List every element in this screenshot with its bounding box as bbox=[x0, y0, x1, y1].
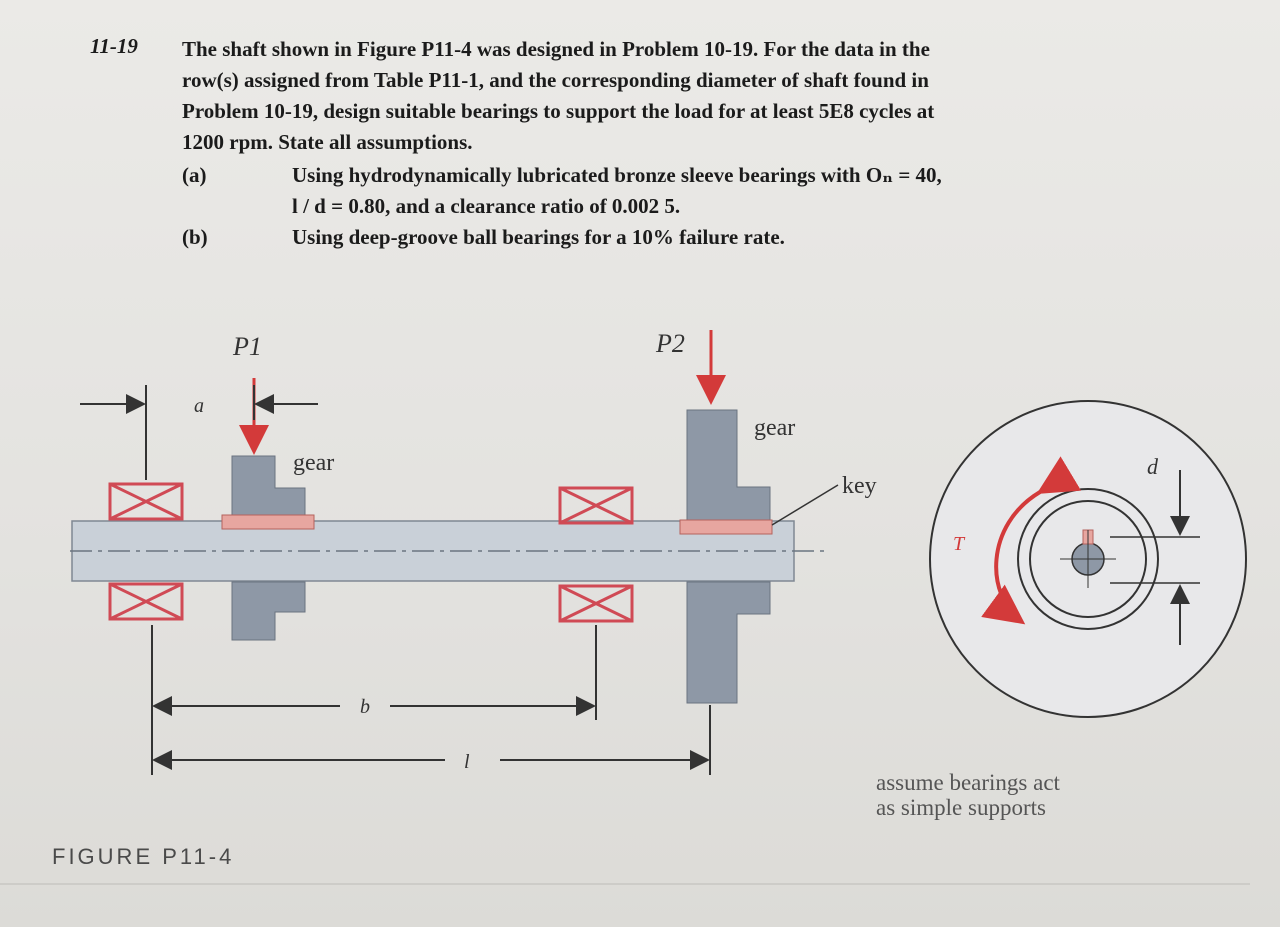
gear-right-label: gear bbox=[754, 415, 795, 441]
dimension-b-l bbox=[151, 625, 711, 775]
part-label: (a) bbox=[182, 163, 207, 187]
p2-label: P2 bbox=[655, 329, 685, 358]
part-text: l / d = 0.80, and a clearance ratio of 0… bbox=[292, 194, 681, 218]
problem-number: 11-19 bbox=[90, 34, 138, 58]
problem-parts: (a) Using hydrodynamically lubricated br… bbox=[182, 160, 1102, 253]
statement-line: Problem 10-19, design suitable bearings … bbox=[182, 99, 935, 123]
torque-arrow bbox=[981, 456, 1082, 625]
part-text: Using hydrodynamically lubricated bronze… bbox=[292, 163, 942, 187]
key-label: key bbox=[842, 473, 877, 499]
note-line: assume bearings act bbox=[876, 770, 1061, 795]
key-left bbox=[221, 514, 315, 530]
part-b: (b) Using deep-groove ball bearings for … bbox=[182, 222, 1102, 253]
dimension-a bbox=[80, 385, 318, 480]
p1-label: P1 bbox=[232, 332, 262, 361]
l-label: l bbox=[464, 751, 470, 773]
figure-caption: FIGURE P11-4 bbox=[52, 844, 234, 869]
part-text: Using deep-groove ball bearings for a 10… bbox=[292, 225, 785, 249]
torque-label: T bbox=[953, 533, 966, 555]
statement-line: 1200 rpm. State all assumptions. bbox=[182, 130, 473, 154]
d-label: d bbox=[1147, 454, 1159, 479]
b-label: b bbox=[360, 696, 370, 718]
gear-left bbox=[221, 455, 315, 641]
note-line: as simple supports bbox=[876, 795, 1046, 820]
statement-line: The shaft shown in Figure P11-4 was desi… bbox=[182, 37, 930, 61]
end-view bbox=[929, 400, 1247, 718]
part-label: (b) bbox=[182, 225, 208, 249]
bearing-left bbox=[108, 482, 184, 621]
part-a-cont: l / d = 0.80, and a clearance ratio of 0… bbox=[182, 191, 1102, 222]
gear-right bbox=[679, 409, 773, 704]
gear-left-label: gear bbox=[293, 450, 334, 476]
key-leader bbox=[771, 484, 839, 526]
a-label: a bbox=[194, 395, 204, 417]
problem-statement: The shaft shown in Figure P11-4 was desi… bbox=[182, 34, 1102, 158]
part-a: (a) Using hydrodynamically lubricated br… bbox=[182, 160, 1102, 191]
statement-line: row(s) assigned from Table P11-1, and th… bbox=[182, 68, 929, 92]
key-right bbox=[679, 519, 773, 535]
bearing-right bbox=[558, 486, 634, 623]
